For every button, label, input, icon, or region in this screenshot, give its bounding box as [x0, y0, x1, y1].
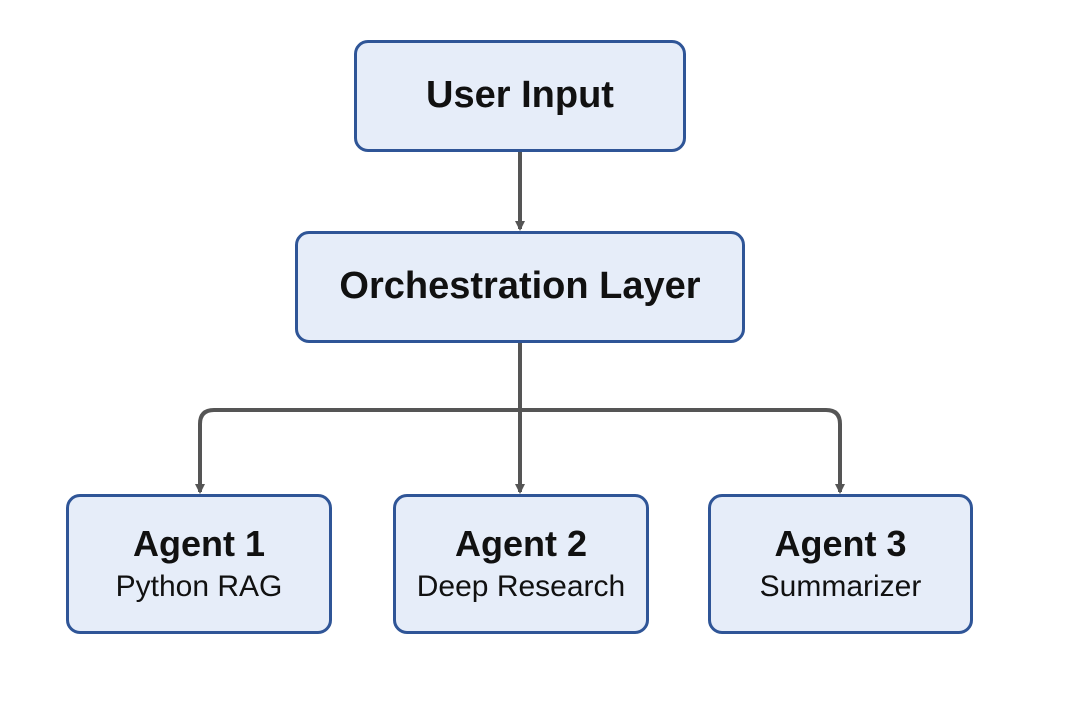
node-agent-3: Agent 3 Summarizer — [708, 494, 973, 634]
node-agent-2: Agent 2 Deep Research — [393, 494, 649, 634]
arrow-orchestration-to-agent-1 — [195, 408, 520, 494]
node-agent-2-title: Agent 2 — [454, 523, 587, 565]
node-agent-1: Agent 1 Python RAG — [66, 494, 332, 634]
node-agent-3-title: Agent 3 — [774, 523, 907, 565]
arrow-orchestration-to-agent-3 — [520, 408, 845, 494]
node-agent-1-title: Agent 1 — [132, 523, 265, 565]
node-agent-1-subtitle: Python RAG — [115, 569, 283, 603]
node-user-input-title: User Input — [426, 74, 614, 117]
node-orchestration-layer-title: Orchestration Layer — [339, 265, 701, 308]
node-orchestration-layer: Orchestration Layer — [295, 231, 745, 343]
node-agent-3-subtitle: Summarizer — [759, 569, 922, 603]
node-user-input: User Input — [354, 40, 686, 152]
node-agent-2-subtitle: Deep Research — [416, 569, 626, 603]
